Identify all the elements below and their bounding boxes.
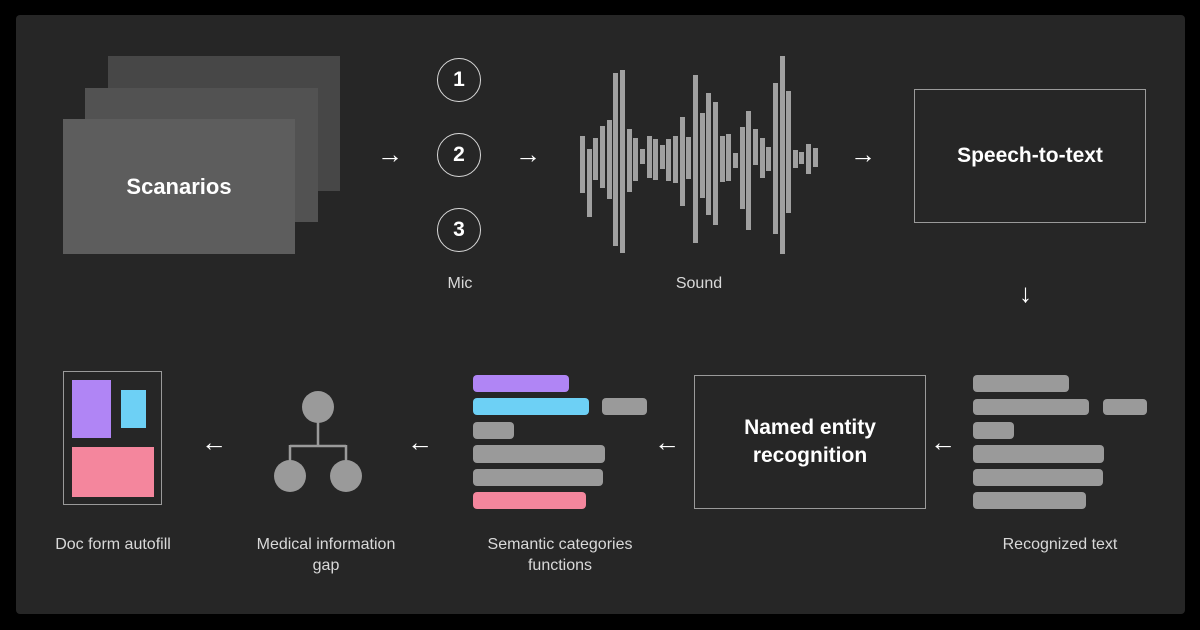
arrow-left-icon: ←	[654, 427, 680, 457]
mic-option-3: 3	[437, 208, 481, 252]
doc-form-icon	[63, 371, 162, 505]
waveform-bar	[599, 126, 605, 188]
scenario-card-front: Scanarios	[63, 119, 295, 254]
speech-to-text-label: Speech-to-text	[957, 144, 1103, 167]
ner-box: Named entity recognition	[694, 375, 926, 509]
semantic-caption-line1: Semantic categories	[487, 536, 633, 553]
arrow-right-icon: →	[377, 139, 403, 169]
waveform-bar	[752, 129, 758, 165]
waveform-bar	[806, 144, 812, 174]
waveform-bar	[639, 149, 645, 164]
category-line-pink	[473, 492, 586, 509]
waveform-bar	[726, 134, 732, 181]
text-line	[973, 492, 1086, 509]
waveform-bar	[699, 113, 705, 198]
hierarchy-tree-icon	[274, 391, 362, 492]
sound-waveform	[580, 50, 820, 260]
waveform-bar	[759, 138, 765, 178]
waveform-bar	[792, 150, 798, 168]
medical-caption: Medical information gap	[226, 534, 426, 576]
waveform-bar	[766, 147, 772, 171]
waveform-bar	[593, 138, 599, 180]
waveform-bar	[633, 138, 639, 181]
waveform-bar	[673, 136, 679, 183]
recognized-text-caption: Recognized text	[1002, 536, 1118, 553]
waveform-bar	[693, 75, 699, 243]
mic-option-2: 2	[437, 133, 481, 177]
text-line	[1103, 399, 1147, 415]
mic-caption: Mic	[447, 275, 473, 292]
category-line	[602, 398, 647, 415]
waveform-bar	[779, 56, 785, 254]
waveform-bar	[626, 129, 632, 192]
waveform-bar	[713, 102, 718, 225]
mic-option-1: 1	[437, 58, 481, 102]
speech-to-text-box: Speech-to-text	[914, 89, 1146, 223]
waveform-bar	[799, 152, 805, 164]
waveform-bar	[786, 91, 792, 213]
sound-caption: Sound	[675, 275, 723, 292]
form-field-purple	[72, 380, 111, 438]
medical-caption-line1: Medical information	[256, 536, 396, 553]
waveform-bar	[666, 139, 672, 181]
category-line	[473, 445, 605, 463]
category-line-purple	[473, 375, 569, 392]
text-line	[973, 445, 1104, 463]
waveform-bar	[719, 136, 725, 182]
waveform-bar	[619, 70, 625, 253]
waveform-bar	[646, 136, 652, 178]
category-line-blue	[473, 398, 589, 415]
waveform-bar	[686, 137, 692, 179]
waveform-bar	[732, 153, 738, 168]
waveform-bar	[580, 136, 585, 193]
arrow-left-icon: ←	[201, 427, 227, 457]
text-line	[973, 399, 1089, 415]
arrow-down-icon: ↓	[1019, 278, 1032, 308]
arrow-left-icon: ←	[930, 427, 956, 457]
medical-caption-line2: gap	[312, 557, 340, 574]
text-line	[973, 422, 1014, 439]
waveform-bar	[812, 148, 818, 167]
semantic-caption: Semantic categories functions	[460, 534, 660, 576]
ner-label: Named entity recognition	[744, 416, 876, 467]
waveform-bar	[706, 93, 712, 215]
waveform-bar	[606, 120, 612, 199]
text-line	[973, 469, 1103, 486]
category-line	[473, 422, 514, 439]
arrow-right-icon: →	[515, 139, 541, 169]
waveform-bar	[772, 83, 778, 234]
waveform-bar	[746, 111, 752, 230]
waveform-bar	[679, 117, 685, 206]
scenarios-label: Scanarios	[126, 173, 232, 199]
waveform-bar	[586, 149, 592, 217]
form-field-pink	[72, 447, 154, 497]
arrow-right-icon: →	[850, 139, 876, 169]
text-line	[973, 375, 1069, 392]
waveform-bar	[653, 139, 659, 180]
arrow-left-icon: ←	[407, 427, 433, 457]
category-line	[473, 469, 603, 486]
doc-form-caption: Doc form autofill	[55, 536, 171, 553]
waveform-bar	[659, 145, 665, 169]
form-field-blue	[121, 390, 146, 428]
semantic-caption-line2: functions	[527, 557, 593, 574]
waveform-bar	[739, 127, 745, 209]
waveform-bar	[613, 73, 619, 246]
